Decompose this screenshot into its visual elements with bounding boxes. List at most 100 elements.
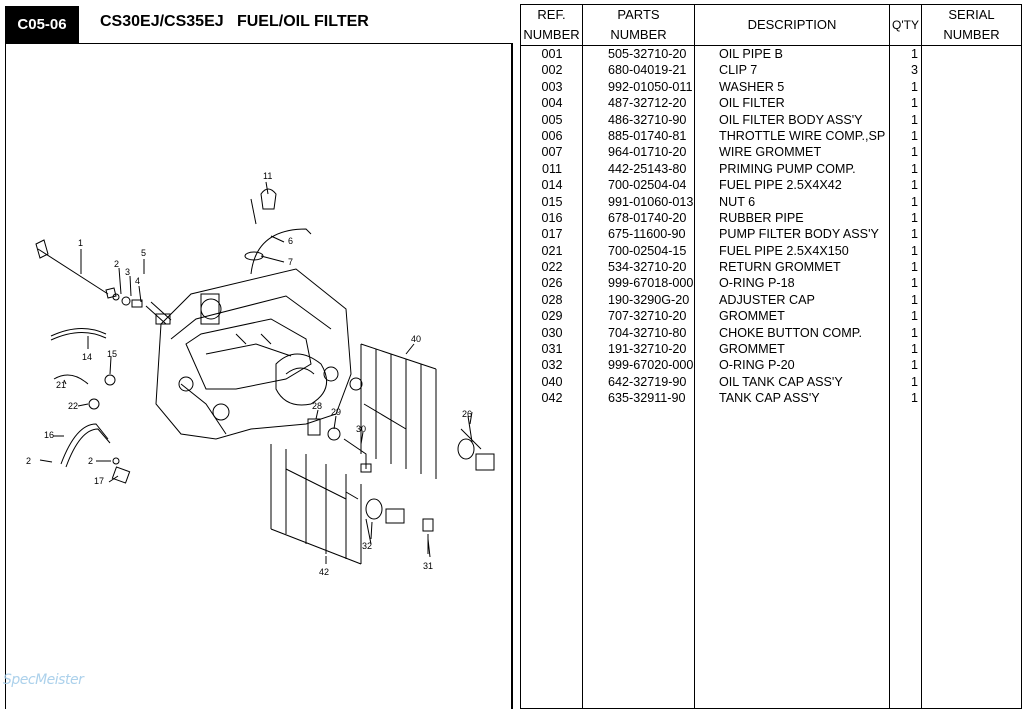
description-cell: OIL PIPE B [719, 47, 783, 61]
page-title: CS30EJ/CS35EJ FUEL/OIL FILTER [100, 13, 369, 30]
column-divider [521, 5, 890, 708]
qty-cell: 1 [910, 292, 918, 307]
qty-cell: 1 [910, 112, 918, 127]
qty-cell: 1 [910, 178, 918, 193]
description-cell: O-RING P-20 [719, 358, 795, 373]
qty-cell: 1 [910, 96, 918, 111]
callout-label: 31 [423, 561, 433, 571]
part-number-cell: 885-01740-81 [608, 128, 687, 143]
ref-number-cell: 031 [541, 342, 563, 357]
callout-label: 29 [331, 407, 341, 417]
ref-number-cell: 030 [541, 325, 563, 340]
qty-cell: 1 [910, 47, 918, 61]
part-number-cell: 700-02504-04 [608, 178, 687, 193]
part-number-cell: 486-32710-90 [608, 112, 687, 127]
callout-label: 2 [88, 456, 93, 466]
callout-label: 1 [78, 238, 83, 248]
exploded-parts-diagram: 11 6 7 1 5 2 3 4 40 14 15 21 22 16 2 2 1… [26, 171, 495, 577]
description-cell: WASHER 5 [719, 79, 785, 94]
callout-label: 2 [114, 259, 119, 269]
ref-number-cell: 022 [541, 260, 563, 275]
qty-cell: 1 [910, 210, 918, 225]
qty-cell: 1 [910, 79, 918, 94]
ref-number-cell: 006 [541, 128, 563, 143]
callout-label: 5 [141, 248, 146, 258]
ref-number-cell: 003 [541, 79, 563, 94]
callout-label: 14 [82, 352, 92, 362]
qty-cell: 1 [910, 145, 918, 160]
description-cell: PRIMING PUMP COMP. [719, 161, 856, 176]
qty-cell: 1 [910, 243, 918, 258]
ref-number-cell: 021 [541, 243, 563, 258]
qty-cell: 3 [910, 63, 918, 78]
callout-label: 42 [319, 567, 329, 577]
callout-label: 21 [56, 380, 66, 390]
watermark-logo: SpecMeister [3, 672, 84, 688]
part-number-cell: 700-02504-15 [608, 243, 687, 258]
ref-number-header: REF.NUMBER [521, 5, 582, 46]
ref-number-cell: 002 [541, 63, 563, 78]
ref-number-cell: 011 [541, 161, 563, 176]
qty-cell: 1 [910, 309, 918, 324]
description-cell: RETURN GROMMET [719, 260, 841, 275]
qty-cell: 1 [910, 358, 918, 373]
part-number-cell: 534-32710-20 [608, 260, 687, 275]
description-cell: FUEL PIPE 2.5X4X42 [719, 178, 842, 193]
ref-number-cell: 015 [541, 194, 563, 209]
callout-label: 6 [288, 236, 293, 246]
qty-cell: 1 [910, 128, 918, 143]
qty-cell: 1 [910, 325, 918, 340]
qty-cell: 1 [910, 194, 918, 209]
ref-number-cell: 026 [541, 276, 563, 291]
description-cell: OIL FILTER BODY ASS'Y [719, 112, 863, 127]
table-row: 021 700-02504-15 FUEL PIPE 2.5X4X150 1 [521, 243, 1021, 259]
description-cell: O-RING P-18 [719, 276, 795, 291]
description-cell: GROMMET [719, 342, 785, 357]
qty-cell: 1 [910, 374, 918, 389]
callout-label: 7 [288, 257, 293, 267]
part-number-cell: 999-67020-000 [608, 358, 693, 373]
diagram-frame [5, 43, 513, 709]
description-cell: GROMMET [719, 309, 785, 324]
qty-cell: 1 [910, 260, 918, 275]
description-cell: PUMP FILTER BODY ASS'Y [719, 227, 879, 242]
ref-number-cell: 042 [541, 391, 563, 406]
ref-number-cell: 004 [541, 96, 563, 111]
ref-number-cell: 017 [541, 227, 563, 242]
part-number-cell: 487-32712-20 [608, 96, 687, 111]
part-number-cell: 704-32710-80 [608, 325, 687, 340]
part-number-cell: 707-32710-20 [608, 309, 687, 324]
description-cell: WIRE GROMMET [719, 145, 822, 160]
description-cell: CLIP 7 [719, 63, 758, 78]
ref-number-cell: 028 [541, 292, 563, 307]
qty-cell: 1 [910, 227, 918, 242]
part-number-cell: 678-01740-20 [608, 210, 687, 225]
part-number-cell: 991-01060-013 [608, 194, 693, 209]
table-row: 014 700-02504-04 FUEL PIPE 2.5X4X42 1 [521, 177, 1021, 193]
column-divider [521, 5, 695, 708]
callout-label: 22 [68, 401, 78, 411]
description-cell: FUEL PIPE 2.5X4X150 [719, 243, 849, 258]
part-number-cell: 505-32710-20 [608, 47, 687, 61]
ref-number-cell: 040 [541, 374, 563, 389]
ref-number-cell: 014 [541, 178, 563, 193]
description-header: DESCRIPTION [695, 5, 889, 46]
qty-cell: 1 [910, 276, 918, 291]
qty-cell: 1 [910, 161, 918, 176]
callout-label: 26 [462, 409, 472, 419]
